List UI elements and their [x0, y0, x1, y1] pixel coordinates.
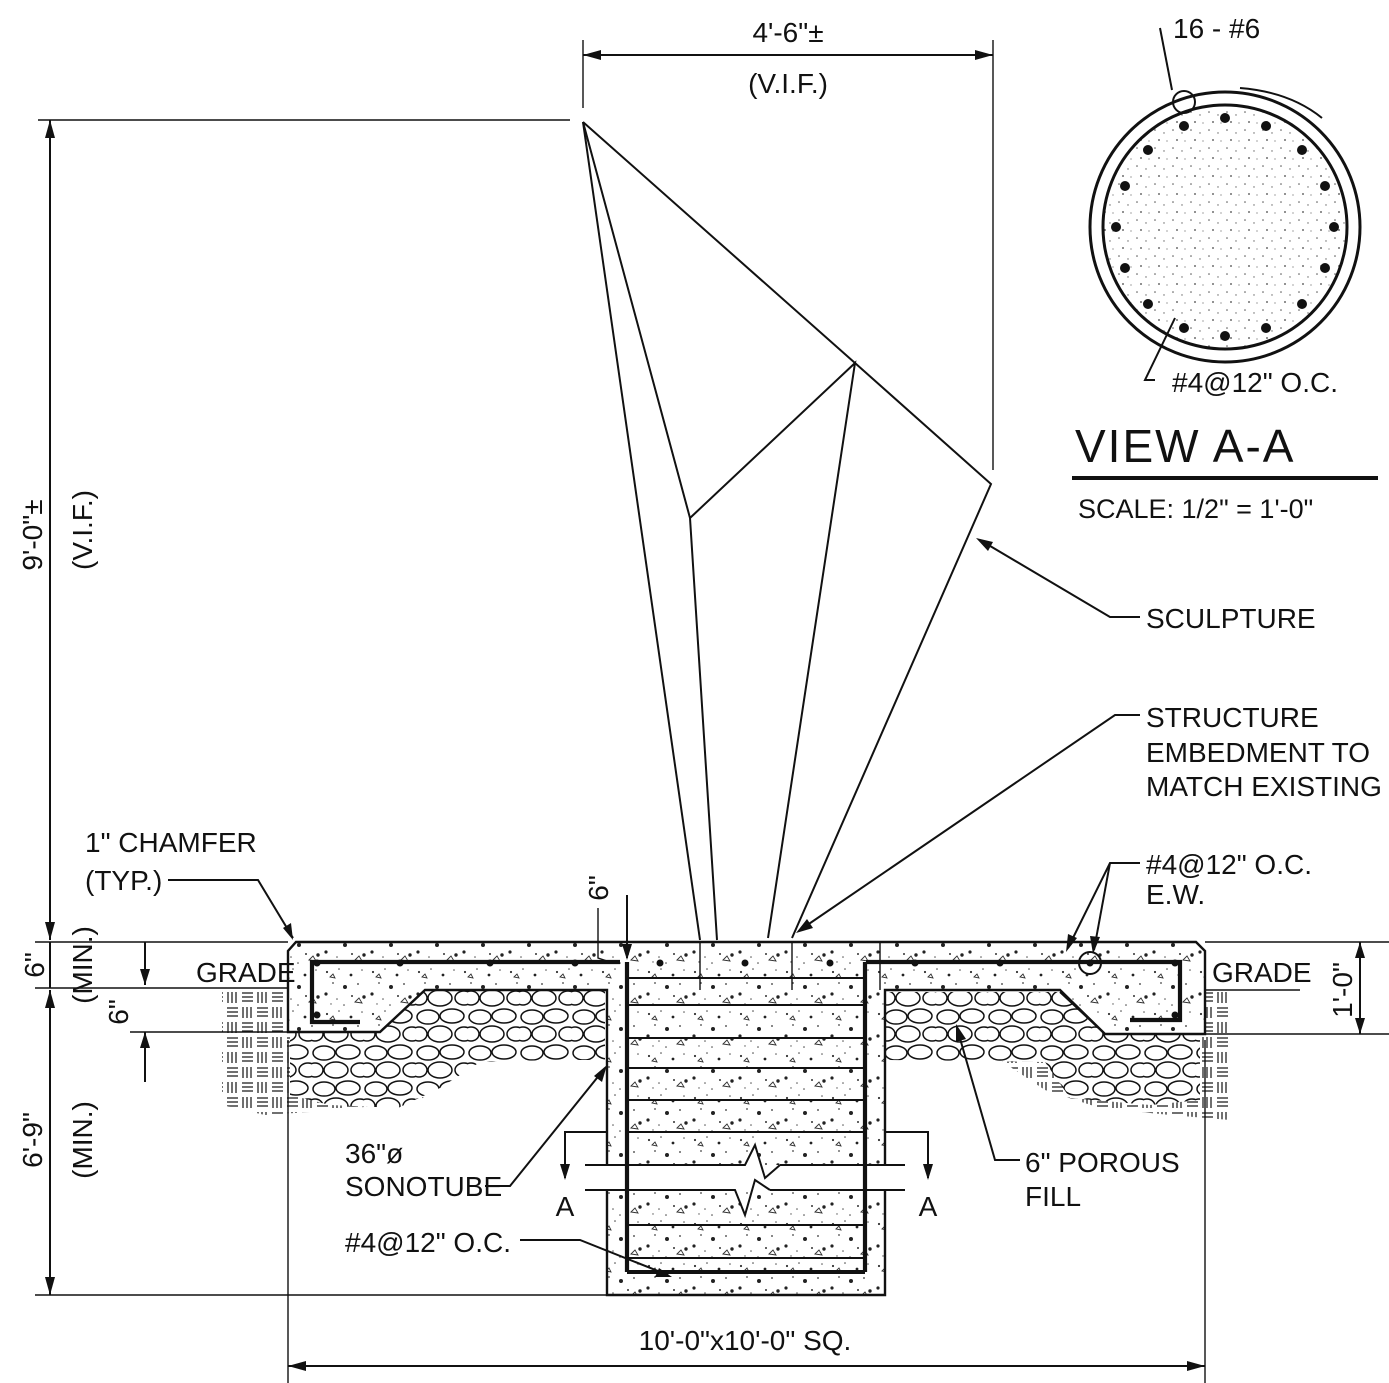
- embedment-lines: [699, 942, 881, 990]
- grade-label-left: GRADE: [196, 957, 296, 988]
- sculpture-height-label: 9'-0"±: [17, 499, 48, 570]
- sculpture-outline: [582, 121, 993, 941]
- view-a-a-section: [1072, 27, 1378, 480]
- embedment-label-line1: STRUCTURE: [1146, 702, 1319, 733]
- slab-rebar-label-line2: E.W.: [1146, 879, 1205, 910]
- chamfer-label-line1: 1" CHAMFER: [85, 827, 257, 858]
- vertical-bars-label: 16 - #6: [1173, 13, 1260, 44]
- section-mark-right: A: [919, 1191, 938, 1222]
- porous-fill-label-line1: 6" POROUS: [1025, 1147, 1180, 1178]
- pier-rebar: [624, 962, 868, 1274]
- view-scale: SCALE: 1/2" = 1'-0": [1078, 494, 1313, 524]
- slab-thickness-note: (MIN.): [67, 926, 98, 1004]
- pier-ties-label: #4@12" O.C.: [345, 1227, 511, 1258]
- section-mark-left: A: [556, 1191, 575, 1222]
- sculpture-width-note: (V.I.F.): [748, 68, 828, 99]
- embedment-label-line2: EMBEDMENT TO: [1146, 737, 1370, 768]
- dim-sculpture-height: [38, 119, 570, 940]
- pier-depth-note: (MIN.): [67, 1101, 98, 1179]
- grade-lines: [180, 987, 1300, 991]
- grade-label-right: GRADE: [1212, 957, 1312, 988]
- chamfer-label-line2: (TYP.): [85, 865, 162, 896]
- embed-depth-label: 6": [583, 875, 614, 901]
- porous-fill-label-line2: FILL: [1025, 1181, 1081, 1212]
- sculpture-label: SCULPTURE: [1146, 603, 1316, 634]
- pier-depth-label: 6'-9": [17, 1112, 48, 1168]
- slab-rebar: [309, 951, 1183, 1025]
- sonotube-label-line1: 36"ø: [345, 1138, 403, 1169]
- dim-slab-inner: [130, 942, 288, 1082]
- spiral-ties-label: #4@12" O.C.: [1172, 367, 1338, 398]
- pier-break: [585, 1142, 905, 1219]
- leaders: [168, 538, 1140, 1277]
- view-title: VIEW A-A: [1075, 420, 1295, 472]
- slab-right-depth-label: 1'-0": [1327, 962, 1358, 1018]
- concrete-slab: [286, 940, 1207, 1297]
- dim-sculpture-width: [582, 40, 994, 470]
- dim-slab-right: [1205, 941, 1389, 1035]
- sculpture-width-label: 4'-6"±: [752, 17, 823, 48]
- dim-embed: [597, 895, 632, 963]
- slab-thickness-label: 6": [19, 952, 50, 978]
- embedment-label-line3: MATCH EXISTING: [1146, 771, 1382, 802]
- slab-inner-thickness-label: 6": [103, 999, 134, 1025]
- dim-slab-left: [35, 941, 607, 1296]
- sonotube-label-line2: SONOTUBE: [345, 1171, 502, 1202]
- slab-rebar-label-line1: #4@12" O.C.: [1146, 849, 1312, 880]
- sculpture-height-note: (V.I.F.): [67, 490, 98, 570]
- section-cut-markers: [560, 1131, 933, 1180]
- footing-size-label: 10'-0"x10'-0" SQ.: [639, 1325, 852, 1356]
- dim-footing: [287, 1040, 1206, 1383]
